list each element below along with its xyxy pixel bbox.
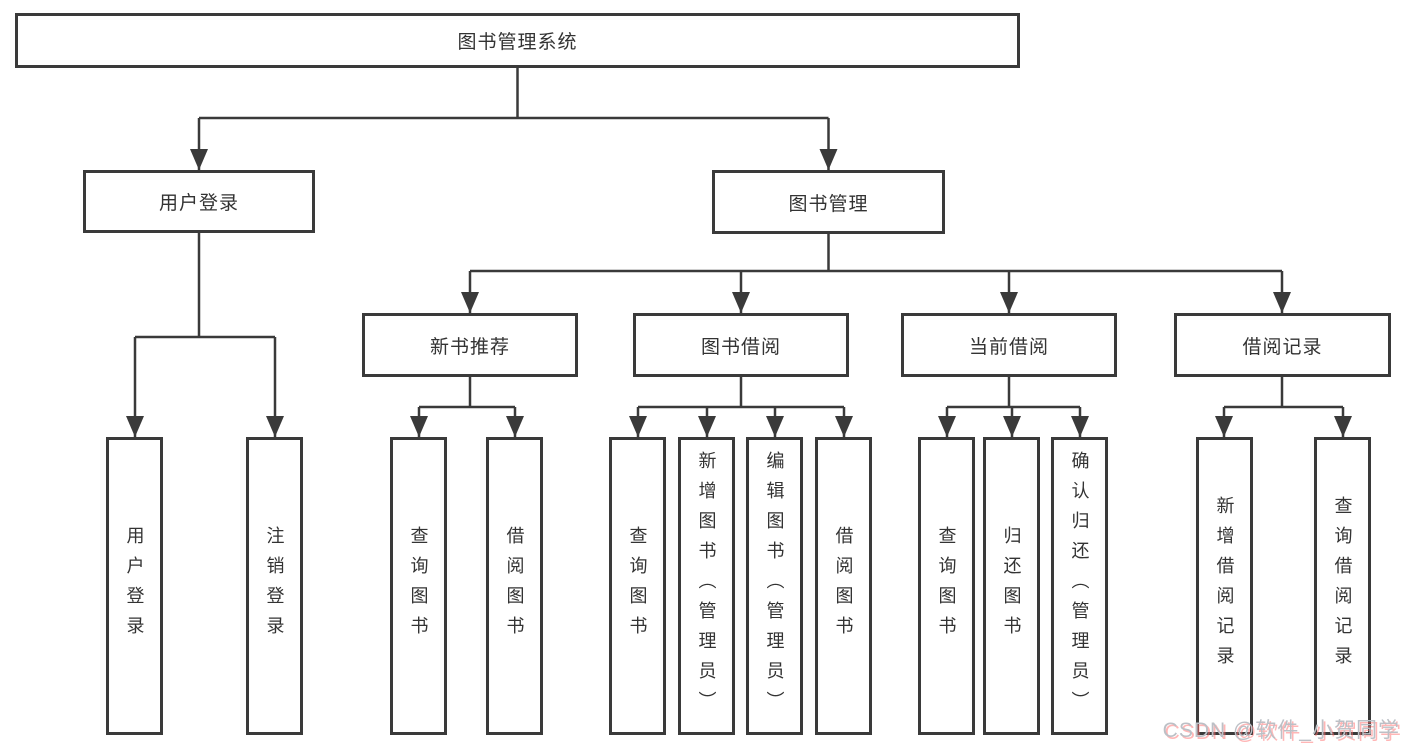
leaf-current-confirm-admin-label: 确认归还（管理员） [1069,451,1090,721]
leaf-newbooks-borrow: 借阅图书 [486,437,543,735]
leaf-current-return-label: 归还图书 [1001,526,1022,646]
leaf-borrowing-query: 查询图书 [609,437,666,735]
node-user-login: 用户登录 [83,170,315,233]
leaf-user-login: 用户登录 [106,437,163,735]
leaf-current-confirm-admin: 确认归还（管理员） [1051,437,1108,735]
connector-mgmt-split [470,234,1282,273]
leaf-borrowing-edit-admin: 编辑图书（管理员） [746,437,803,735]
leaf-records-query: 查询借阅记录 [1314,437,1371,735]
connector-current-split [947,377,1080,409]
leaf-newbooks-query-label: 查询图书 [408,526,429,646]
leaf-borrowing-add-admin-label: 新增图书（管理员） [696,451,717,721]
connector-borrowing-split [638,377,844,409]
leaf-borrowing-borrow-label: 借阅图书 [833,526,854,646]
node-book-mgmt-label: 图书管理 [788,193,869,215]
node-book-mgmt: 图书管理 [712,170,945,234]
leaf-newbooks-query: 查询图书 [390,437,447,735]
node-book-borrowing: 图书借阅 [633,313,849,377]
node-book-borrowing-label: 图书借阅 [700,336,781,358]
leaf-borrowing-borrow: 借阅图书 [815,437,872,735]
leaf-current-query-label: 查询图书 [936,526,957,646]
node-root-label: 图书管理系统 [457,32,578,53]
leaf-borrowing-add-admin: 新增图书（管理员） [678,437,735,735]
leaf-records-add: 新增借阅记录 [1196,437,1253,735]
leaf-current-query: 查询图书 [918,437,975,735]
node-root-system: 图书管理系统 [15,13,1020,68]
leaf-borrowing-edit-admin-label: 编辑图书（管理员） [764,451,785,721]
leaf-newbooks-borrow-label: 借阅图书 [504,526,525,646]
node-current-borrowing: 当前借阅 [901,313,1117,377]
connector-login-split [135,233,275,339]
leaf-borrowing-query-label: 查询图书 [627,526,648,646]
connector-records-split [1224,377,1343,409]
leaf-current-return: 归还图书 [983,437,1040,735]
connector-root-split [199,68,829,120]
connector-newbooks-split [419,377,515,409]
leaf-logout: 注销登录 [246,437,303,735]
leaf-user-login-label: 用户登录 [124,526,145,646]
leaf-records-query-label: 查询借阅记录 [1332,496,1353,676]
leaf-logout-label: 注销登录 [264,526,285,646]
node-current-borrowing-label: 当前借阅 [968,336,1049,358]
node-borrow-records: 借阅记录 [1174,313,1391,377]
leaf-records-add-label: 新增借阅记录 [1214,496,1235,676]
node-borrow-records-label: 借阅记录 [1242,336,1323,358]
node-new-books: 新书推荐 [362,313,578,377]
node-new-books-label: 新书推荐 [429,336,510,358]
csdn-watermark: CSDN @软件_小贺同学 [1162,719,1400,742]
node-user-login-label: 用户登录 [158,193,239,214]
